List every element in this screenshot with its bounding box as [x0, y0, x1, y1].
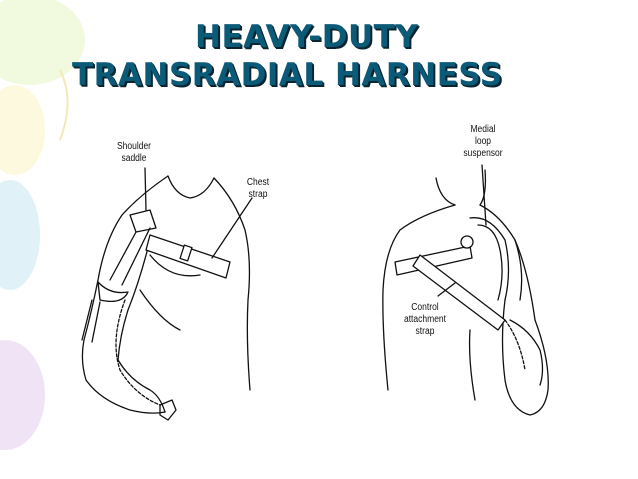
medial-loop-inner: [478, 225, 502, 300]
label-shoulder-saddle: Shoulder saddle: [110, 141, 158, 165]
label-control-strap-line2: attachment: [399, 314, 452, 326]
shoulder-saddle: [130, 210, 156, 232]
label-shoulder-saddle-line1: Shoulder: [110, 141, 158, 153]
label-medial-loop-line1: Medial: [459, 124, 507, 136]
label-control-strap-line3: strap: [399, 326, 452, 338]
terminal-device: [160, 400, 176, 420]
chest-contour-2: [140, 290, 180, 330]
label-shoulder-saddle-line2: saddle: [110, 153, 158, 165]
label-chest-strap: Chest strap: [243, 177, 274, 201]
medial-loop-suspensor: [470, 218, 509, 300]
control-cable: [116, 300, 160, 405]
suspension-strap: [110, 228, 150, 285]
back-line: [470, 330, 475, 400]
socket-cup: [510, 320, 543, 385]
label-control-attachment-strap: Control attachment strap: [399, 302, 452, 338]
back-view-figure: [383, 165, 548, 415]
label-chest-strap-line1: Chest: [243, 177, 274, 189]
label-chest-strap-line2: strap: [243, 189, 274, 201]
back-contour-left: [383, 205, 455, 390]
strap-ring: [461, 236, 473, 248]
label-medial-loop-suspensor: Medial loop suspensor: [459, 124, 507, 160]
label-control-strap-line1: Control: [399, 302, 452, 314]
leader-shoulder-saddle: [145, 168, 146, 210]
upper-arm-inner: [118, 240, 150, 360]
label-medial-loop-line2: loop: [459, 136, 507, 148]
neck-outline: [436, 178, 455, 205]
neck-outline: [168, 176, 214, 198]
front-view-figure: [82, 168, 252, 420]
leader-chest-strap: [212, 198, 252, 258]
triceps-cuff: [98, 282, 128, 301]
label-medial-loop-line3: suspensor: [459, 148, 507, 160]
